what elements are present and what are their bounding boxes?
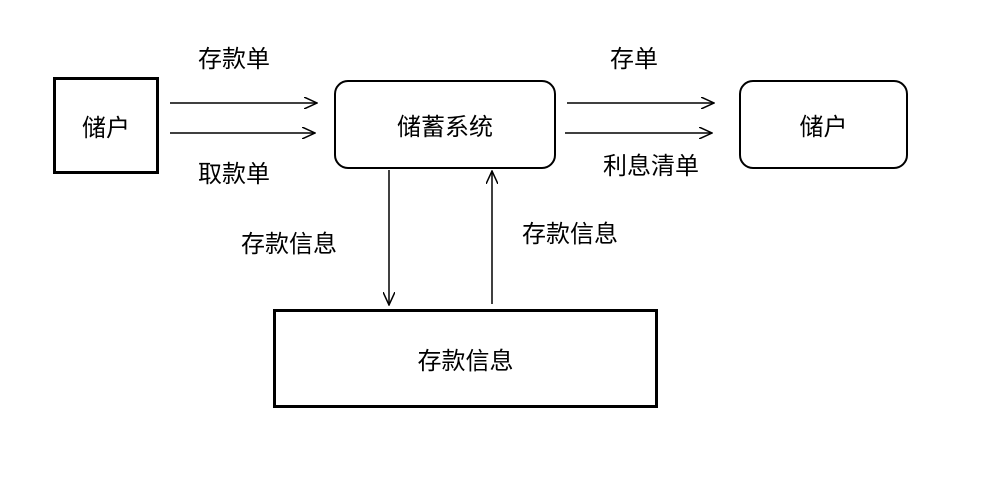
source-entity-label: 储户 (82, 114, 130, 142)
flow-label-withdrawal-slip: 取款单 (198, 160, 270, 188)
data-store-box: 存款信息 (273, 309, 658, 408)
flow-label-interest-statement: 利息清单 (603, 152, 699, 180)
sink-entity-box: 储户 (739, 80, 908, 169)
flow-label-read-info: 存款信息 (522, 220, 618, 248)
flow-label-receipt: 存单 (610, 45, 658, 73)
process-box: 储蓄系统 (334, 80, 556, 169)
flow-label-deposit-slip: 存款单 (198, 45, 270, 73)
flow-label-write-info: 存款信息 (241, 230, 337, 258)
sink-entity-label: 储户 (799, 113, 848, 141)
data-store-label: 存款信息 (417, 347, 514, 375)
process-label: 储蓄系统 (397, 113, 493, 141)
source-entity-box: 储户 (53, 77, 159, 174)
